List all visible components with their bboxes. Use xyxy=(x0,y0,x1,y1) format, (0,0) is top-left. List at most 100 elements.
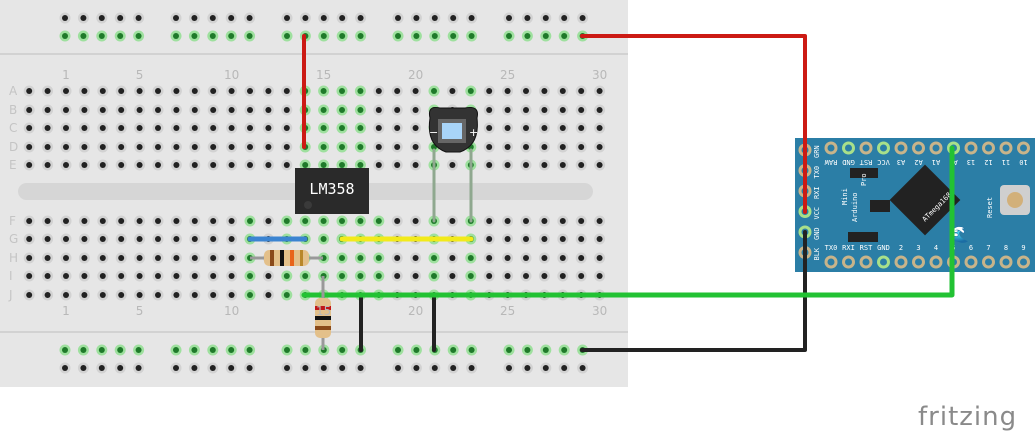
breadboard-hole[interactable] xyxy=(155,236,161,242)
breadboard-hole[interactable] xyxy=(98,347,105,353)
breadboard-hole[interactable] xyxy=(80,365,87,371)
breadboard-hole[interactable] xyxy=(210,162,217,168)
breadboard-hole[interactable] xyxy=(339,218,345,224)
breadboard-hole[interactable] xyxy=(63,218,69,224)
breadboard-hole[interactable] xyxy=(118,88,125,94)
breadboard-hole[interactable] xyxy=(578,88,585,94)
breadboard-hole[interactable] xyxy=(578,255,585,261)
breadboard-hole[interactable] xyxy=(339,144,345,150)
breadboard-hole[interactable] xyxy=(247,218,253,224)
breadboard-hole[interactable] xyxy=(265,144,272,150)
breadboard-hole[interactable] xyxy=(283,144,290,150)
breadboard-hole[interactable] xyxy=(283,88,290,94)
breadboard-hole[interactable] xyxy=(283,273,290,279)
breadboard-hole[interactable] xyxy=(523,88,529,94)
breadboard-hole[interactable] xyxy=(357,255,364,261)
breadboard-hole[interactable] xyxy=(136,255,143,261)
breadboard-hole[interactable] xyxy=(559,273,566,279)
breadboard-hole[interactable] xyxy=(504,162,511,168)
breadboard-hole[interactable] xyxy=(228,236,235,242)
wire-green-signal[interactable] xyxy=(301,145,955,298)
breadboard-hole[interactable] xyxy=(44,88,51,94)
breadboard-hole[interactable] xyxy=(339,33,346,39)
breadboard-hole[interactable] xyxy=(118,144,125,150)
breadboard-hole[interactable] xyxy=(559,107,566,113)
breadboard-hole[interactable] xyxy=(320,33,327,39)
breadboard-hole[interactable] xyxy=(559,144,566,150)
breadboard-hole[interactable] xyxy=(191,218,198,224)
breadboard-hole[interactable] xyxy=(375,107,382,113)
breadboard-hole[interactable] xyxy=(523,162,529,168)
breadboard-hole[interactable] xyxy=(357,88,364,94)
breadboard-hole[interactable] xyxy=(320,365,327,371)
breadboard-hole[interactable] xyxy=(320,107,327,113)
breadboard-hole[interactable] xyxy=(596,218,603,224)
breadboard-hole[interactable] xyxy=(541,88,548,94)
breadboard-hole[interactable] xyxy=(191,292,198,298)
breadboard-hole[interactable] xyxy=(62,15,68,21)
breadboard-hole[interactable] xyxy=(99,292,106,298)
breadboard-hole[interactable] xyxy=(228,273,235,279)
breadboard-hole[interactable] xyxy=(506,347,512,353)
breadboard-hole[interactable] xyxy=(302,15,309,21)
breadboard-hole[interactable] xyxy=(541,273,548,279)
breadboard-hole[interactable] xyxy=(339,15,346,21)
breadboard-hole[interactable] xyxy=(265,162,272,168)
breadboard-hole[interactable] xyxy=(247,88,253,94)
breadboard-hole[interactable] xyxy=(486,255,493,261)
breadboard-hole[interactable] xyxy=(523,107,529,113)
breadboard-hole[interactable] xyxy=(210,273,217,279)
breadboard-hole[interactable] xyxy=(136,273,143,279)
breadboard-hole[interactable] xyxy=(173,162,180,168)
breadboard-hole[interactable] xyxy=(26,88,33,94)
breadboard-hole[interactable] xyxy=(450,347,457,353)
breadboard-hole[interactable] xyxy=(504,125,511,131)
breadboard-hole[interactable] xyxy=(375,88,382,94)
breadboard-hole[interactable] xyxy=(559,162,566,168)
breadboard-hole[interactable] xyxy=(136,292,143,298)
breadboard-hole[interactable] xyxy=(99,218,106,224)
breadboard-hole[interactable] xyxy=(431,273,437,279)
breadboard-hole[interactable] xyxy=(136,236,143,242)
breadboard-hole[interactable] xyxy=(468,347,475,353)
breadboard-hole[interactable] xyxy=(395,365,401,371)
breadboard-hole[interactable] xyxy=(81,125,88,131)
breadboard-hole[interactable] xyxy=(523,125,529,131)
breadboard-hole[interactable] xyxy=(596,125,603,131)
breadboard-hole[interactable] xyxy=(118,218,125,224)
breadboard-hole[interactable] xyxy=(450,365,457,371)
breadboard-hole[interactable] xyxy=(228,218,235,224)
breadboard-hole[interactable] xyxy=(394,218,401,224)
wire-red-arduino-vcc[interactable] xyxy=(580,34,807,214)
breadboard-hole[interactable] xyxy=(246,15,253,21)
breadboard-hole[interactable] xyxy=(26,125,33,131)
breadboard-hole[interactable] xyxy=(228,88,235,94)
breadboard-hole[interactable] xyxy=(541,107,548,113)
breadboard-hole[interactable] xyxy=(99,255,106,261)
breadboard-hole[interactable] xyxy=(210,255,217,261)
breadboard-hole[interactable] xyxy=(467,88,474,94)
breadboard-hole[interactable] xyxy=(596,88,603,94)
breadboard-hole[interactable] xyxy=(228,125,235,131)
photodiode[interactable]: − + xyxy=(428,107,478,153)
breadboard-hole[interactable] xyxy=(135,347,142,353)
breadboard-hole[interactable] xyxy=(523,255,529,261)
breadboard-hole[interactable] xyxy=(155,125,161,131)
breadboard-hole[interactable] xyxy=(283,218,290,224)
breadboard-hole[interactable] xyxy=(394,107,401,113)
breadboard-hole[interactable] xyxy=(559,236,566,242)
breadboard-hole[interactable] xyxy=(136,107,143,113)
breadboard-hole[interactable] xyxy=(504,255,511,261)
breadboard-hole[interactable] xyxy=(412,255,419,261)
breadboard-hole[interactable] xyxy=(375,255,382,261)
breadboard-hole[interactable] xyxy=(173,255,180,261)
breadboard-hole[interactable] xyxy=(357,125,364,131)
breadboard-hole[interactable] xyxy=(596,162,603,168)
breadboard-hole[interactable] xyxy=(412,218,419,224)
breadboard-hole[interactable] xyxy=(431,33,438,39)
breadboard-hole[interactable] xyxy=(578,125,585,131)
breadboard-hole[interactable] xyxy=(209,365,216,371)
breadboard-hole[interactable] xyxy=(63,162,69,168)
breadboard-hole[interactable] xyxy=(99,236,106,242)
breadboard-hole[interactable] xyxy=(155,144,161,150)
